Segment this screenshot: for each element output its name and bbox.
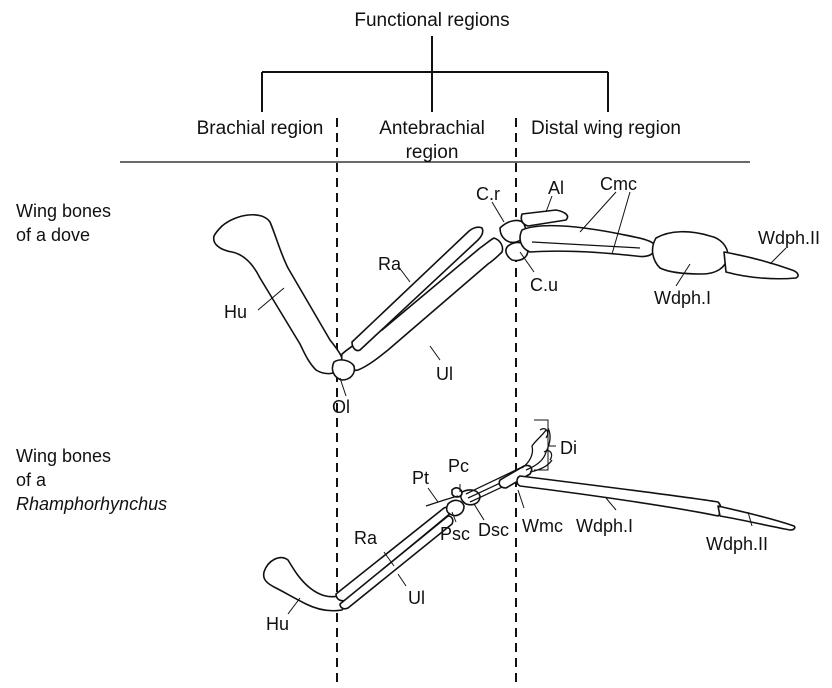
rhamph-radius: [336, 507, 452, 601]
rhamph-label-hu: Hu: [266, 614, 289, 634]
antebrachial-region-label-line1: Antebrachial: [379, 118, 485, 139]
dove-radius: [352, 227, 483, 350]
rhamph-caption-line2: of a: [16, 470, 47, 490]
dove-alula: [521, 210, 567, 226]
rhamph-label-psc: Psc: [440, 524, 470, 544]
brachial-region-label: Brachial region: [197, 118, 324, 139]
dove-label-al: Al: [548, 178, 564, 198]
rhamph-caption-line3: Rhamphorhynchus: [16, 494, 167, 514]
dove-caption-line1: Wing bones: [16, 201, 111, 221]
rhamph-humerus: [264, 558, 344, 611]
dove-wing-phalanx-2: [724, 252, 798, 279]
rhamph-label-di: Di: [560, 438, 577, 458]
dove-label-ul: Ul: [436, 364, 453, 384]
dove-carpometacarpus: [520, 226, 656, 257]
dove-label-ol: Ol: [332, 397, 350, 417]
rhamph-label-pc: Pc: [448, 456, 469, 476]
dove-label-cmc: Cmc: [600, 174, 637, 194]
dove-olecranon: [332, 360, 354, 380]
rhamph-label-wdph1: Wdph.I: [576, 516, 633, 536]
rhamph-label-ul: Ul: [408, 588, 425, 608]
antebrachial-region-label-line2: region: [406, 142, 459, 163]
dove-ulna: [342, 238, 503, 370]
rhamph-label-pt: Pt: [412, 468, 429, 488]
dove-label-hu: Hu: [224, 302, 247, 322]
rhamph-digits-bracket: [534, 420, 556, 470]
dove-label-cr: C.r: [476, 184, 500, 204]
diagram-title: Functional regions: [354, 10, 509, 31]
rhamph-proximal-syncarpal: [447, 500, 464, 515]
rhamph-label-ra: Ra: [354, 528, 378, 548]
rhamph-label-dsc: Dsc: [478, 520, 509, 540]
distal-region-label: Distal wing region: [531, 118, 681, 139]
dove-wing-phalanx-1: [653, 232, 728, 274]
dove-label-wdph2: Wdph.II: [758, 228, 820, 248]
dove-label-ra: Ra: [378, 254, 402, 274]
rhamph-wing-phalanx-2: [718, 506, 795, 530]
region-tree: [262, 36, 608, 112]
dove-label-cu: C.u: [530, 275, 558, 295]
dove-label-wdph1: Wdph.I: [654, 288, 711, 308]
rhamph-label-wmc: Wmc: [522, 516, 563, 536]
rhamph-wing-phalanx-1: [517, 476, 721, 516]
dove-humerus: [214, 215, 343, 374]
dove-caption-line2: of a dove: [16, 225, 90, 245]
rhamph-label-wdph2: Wdph.II: [706, 534, 768, 554]
rhamph-caption-line1: Wing bones: [16, 446, 111, 466]
